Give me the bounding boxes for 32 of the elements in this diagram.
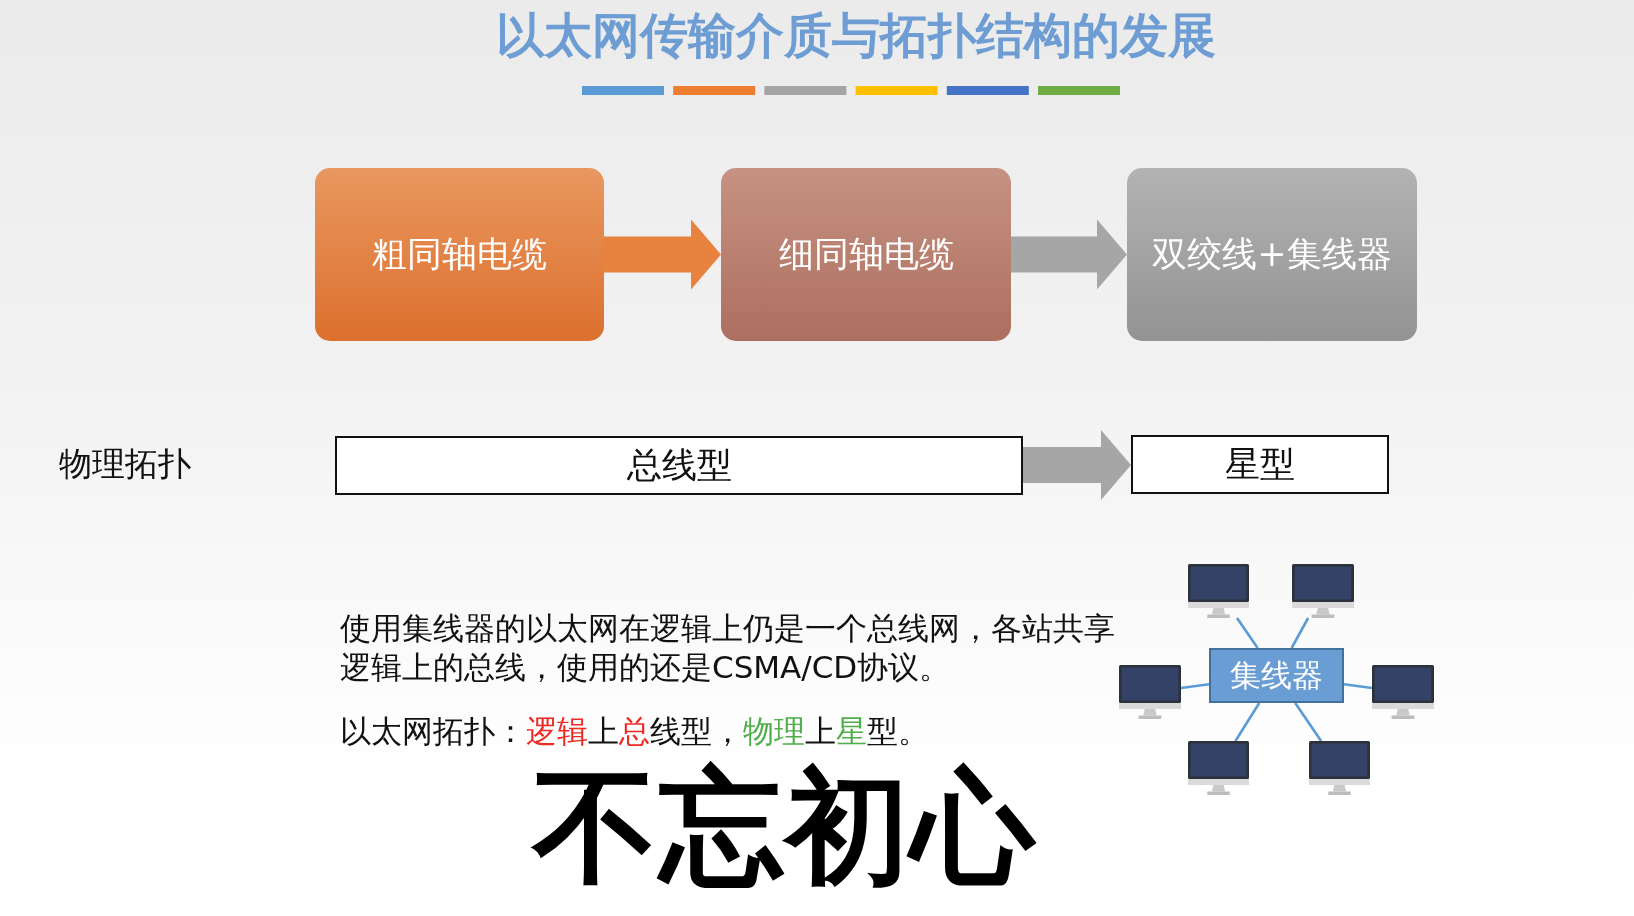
- slide-title: 以太网传输介质与拓扑结构的发展: [496, 6, 1216, 64]
- connector-line: [1234, 702, 1261, 742]
- block-arrow: [1011, 219, 1127, 290]
- media-box: [1127, 168, 1417, 341]
- computer-icon: [1292, 564, 1354, 618]
- connector-line: [1235, 617, 1259, 649]
- block-arrow: [1023, 430, 1131, 500]
- note-text: 使用集线器的以太网在逻辑上仍是一个总线网，各站共享逻辑上的总线，使用的还是CSMA/CD协议。: [340, 609, 1115, 687]
- hub-box: [1209, 648, 1344, 703]
- row-label: 物理拓扑: [59, 444, 191, 484]
- topology-box: [335, 436, 1023, 495]
- connector-line: [1294, 702, 1323, 742]
- slogan-text: 不忘初心: [533, 762, 1037, 892]
- computer-icon: [1372, 665, 1434, 719]
- hub-label: 集线器: [1230, 657, 1323, 694]
- media-label: 粗同轴电缆: [372, 234, 547, 275]
- block-arrow: [604, 219, 721, 290]
- computer-icon: [1119, 665, 1181, 719]
- computer-icon: [1309, 741, 1370, 795]
- media-box: [721, 168, 1011, 341]
- summary-text: 以太网拓扑：逻辑上总线型，物理上星型。: [340, 712, 929, 751]
- computer-icon: [1188, 564, 1249, 618]
- topology-label: 星型: [1225, 444, 1295, 485]
- connector-line: [1180, 683, 1210, 690]
- connector-line: [1343, 683, 1373, 690]
- topology-box: [1131, 435, 1389, 494]
- media-label: 细同轴电缆: [778, 234, 954, 275]
- media-box: [315, 168, 604, 341]
- topology-label: 总线型: [626, 445, 732, 486]
- connector-line: [1290, 617, 1310, 649]
- media-label: 双绞线+集线器: [1152, 234, 1392, 275]
- computer-icon: [1188, 741, 1249, 795]
